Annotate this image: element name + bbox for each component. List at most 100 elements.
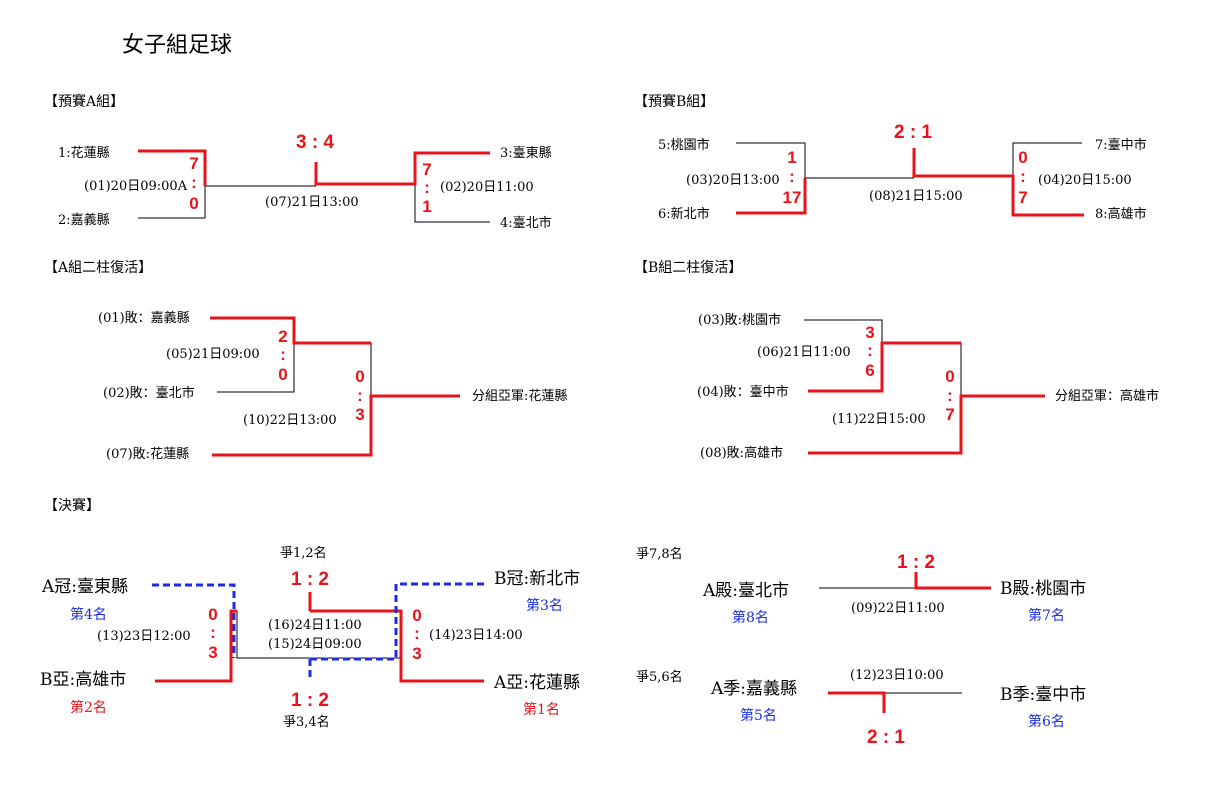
match-07-label: (07)21日13:00 (265, 195, 359, 210)
finals-b-runnerup-rank: 第2名 (70, 699, 107, 716)
match-10-label: (10)22日13:00 (243, 413, 337, 428)
match-06-label: (06)21日11:00 (757, 345, 851, 360)
section-finals: 【決賽】 (44, 497, 100, 514)
match-01-score-top: 7 (189, 154, 198, 173)
match-08-score: 2 : 1 (894, 122, 932, 143)
finals-a-runnerup-rank: 第1名 (523, 701, 560, 718)
match-02-colon: : (424, 178, 430, 197)
section-rep-a: 【A組二柱復活】 (44, 259, 152, 276)
finals-b-runnerup: B亞:高雄市 (40, 670, 126, 690)
section-group-a: 【預賽A組】 (44, 93, 124, 110)
match-02-label: (02)20日11:00 (440, 180, 534, 195)
match-09-label: (09)22日11:00 (851, 601, 945, 616)
match-06-score-top: 3 (865, 323, 874, 342)
finals-a-runnerup: A亞:花蓮縣 (493, 673, 580, 693)
match-14-score-bottom: 3 (412, 644, 421, 663)
final-3-4-label: 爭3,4名 (283, 714, 330, 730)
match-03-label: (03)20日13:00 (686, 173, 780, 188)
final-3-4-score: 1 : 2 (291, 690, 329, 711)
final-1-2-label: 爭1,2名 (280, 545, 327, 561)
placing-7-8-right-rank: 第7名 (1028, 607, 1065, 624)
match-13-label: (13)23日12:00 (97, 629, 191, 644)
placing-7-8-right: B殿:桃園市 (1000, 579, 1086, 599)
match-11-label: (11)22日15:00 (832, 412, 926, 427)
finals-b-champion: B冠:新北市 (494, 569, 580, 589)
match-11-colon: : (947, 386, 953, 405)
match-06-colon: : (867, 341, 873, 360)
finals-b-champion-rank: 第3名 (526, 597, 563, 614)
section-rep-b: 【B組二柱復活】 (634, 259, 742, 276)
rep-a-loser-01: (01)敗：嘉義縣 (98, 310, 190, 326)
match-14-colon: : (414, 624, 420, 643)
match-15-label: (15)24日09:00 (268, 637, 362, 652)
placing-5-6-score: 2 : 1 (867, 727, 905, 748)
rep-b-result: 分組亞軍：高雄市 (1055, 388, 1159, 404)
match-14-label: (14)23日14:00 (429, 628, 523, 643)
rep-a-result: 分組亞軍:花蓮縣 (472, 388, 567, 404)
finals-a-champion: A冠:臺東縣 (41, 577, 128, 597)
match-14-score-top: 0 (412, 606, 421, 625)
match-02-score-top: 7 (422, 160, 431, 179)
final-1-2-score: 1 : 2 (291, 569, 329, 590)
placing-7-8-left: A殿:臺北市 (702, 581, 789, 601)
placing-7-8-left-rank: 第8名 (732, 609, 769, 626)
placing-5-6-bracket (828, 691, 962, 713)
group-b-bracket (736, 142, 1084, 217)
match-11-score-top: 0 (945, 367, 954, 386)
placing-5-6-left-rank: 第5名 (740, 707, 777, 724)
finals-bracket (152, 582, 484, 683)
team-3: 3:臺東縣 (500, 145, 552, 161)
match-08-label: (08)21日15:00 (869, 189, 963, 204)
match-05-colon: : (280, 345, 286, 364)
match-03-score-bottom: 17 (783, 188, 802, 207)
match-05-score-top: 2 (278, 327, 287, 346)
match-01-label: (01)20日09:00A (84, 179, 188, 194)
match-03-score-top: 1 (787, 148, 796, 167)
match-16-label: (16)24日11:00 (268, 618, 362, 633)
rep-b-loser-03: (03)敗:桃園市 (698, 312, 781, 328)
group-a-bracket (138, 149, 490, 223)
team-5: 5:桃園市 (658, 137, 710, 153)
placing-5-6-right-rank: 第6名 (1028, 713, 1065, 730)
section-group-b: 【預賽B組】 (634, 93, 714, 110)
match-10-score-top: 0 (355, 367, 364, 386)
team-2: 2:嘉義縣 (58, 212, 110, 228)
match-13-colon: : (210, 623, 216, 642)
rep-a-loser-07: (07)敗:花蓮縣 (106, 446, 189, 462)
team-4: 4:臺北市 (500, 215, 552, 231)
match-03-colon: : (789, 167, 795, 186)
rep-a-loser-02: (02)敗：臺北市 (103, 385, 195, 401)
match-05-label: (05)21日09:00 (166, 347, 260, 362)
match-04-label: (04)20日15:00 (1038, 173, 1132, 188)
rep-a-bracket (210, 316, 460, 457)
match-04-score-top: 0 (1018, 148, 1027, 167)
match-05-score-bottom: 0 (278, 365, 287, 384)
match-07-score: 3 : 4 (296, 132, 334, 153)
match-01-colon: : (191, 173, 197, 192)
placing-5-6-right: B季:臺中市 (1000, 685, 1086, 705)
team-7: 7:臺中市 (1095, 137, 1147, 153)
page-title: 女子組足球 (122, 33, 232, 58)
rep-b-bracket (804, 319, 1045, 455)
placing-7-8-score: 1 : 2 (897, 552, 935, 573)
placing-7-8-bracket (819, 572, 991, 590)
placing-5-6-left: A季:嘉義縣 (710, 679, 797, 699)
match-10-colon: : (357, 386, 363, 405)
match-12-label: (12)23日10:00 (850, 668, 944, 683)
match-10-score-bottom: 3 (355, 405, 364, 424)
team-1: 1:花蓮縣 (58, 145, 110, 161)
match-11-score-bottom: 7 (945, 405, 954, 424)
team-8: 8:高雄市 (1095, 206, 1147, 222)
team-6: 6:新北市 (658, 206, 710, 222)
rep-b-loser-04: (04)敗：臺中市 (697, 384, 789, 400)
match-04-colon: : (1020, 167, 1026, 186)
rep-b-loser-08: (08)敗:高雄市 (700, 445, 783, 461)
placing-7-8-label: 爭7,8名 (636, 546, 683, 562)
finals-a-champion-rank: 第4名 (70, 606, 107, 623)
match-01-score-bottom: 0 (189, 194, 198, 213)
match-13-score-top: 0 (208, 605, 217, 624)
match-02-score-bottom: 1 (422, 197, 431, 216)
match-04-score-bottom: 7 (1018, 188, 1027, 207)
